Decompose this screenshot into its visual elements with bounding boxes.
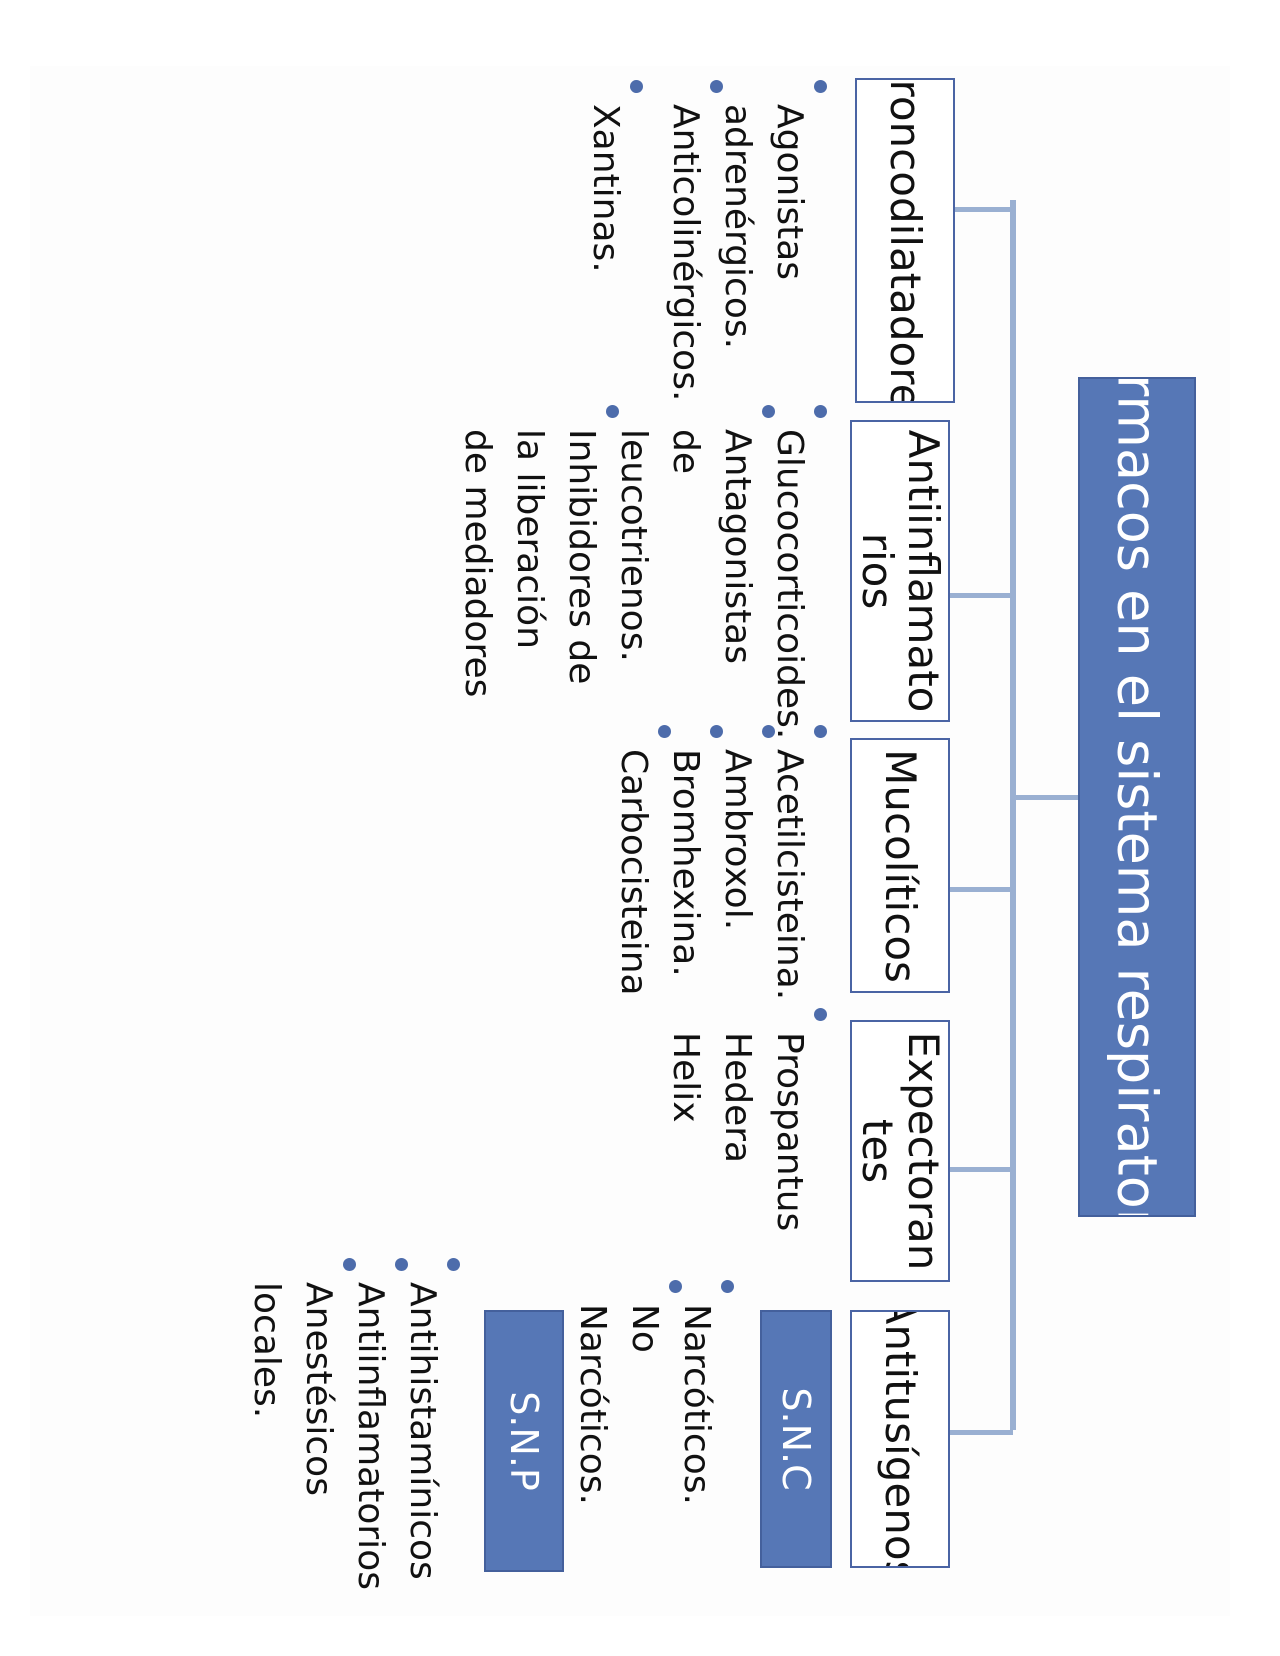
category-label: Broncodilatadores (881, 78, 930, 403)
category-antitusigenos: Antitusígenos (850, 1310, 950, 1568)
connector-mucoliticos (950, 887, 1013, 892)
connector-title (1010, 795, 1080, 800)
list-item: Ambroxol. (711, 725, 763, 979)
category-label: Expectorantes (853, 1031, 948, 1271)
antiinflamatorios-items: Glucocorticoides. Antagonistas de leucot… (451, 405, 815, 739)
connector-spine (1010, 200, 1016, 1430)
list-item: Bromhexina. (659, 725, 711, 979)
list-item: Antihistamínicos (396, 1258, 448, 1580)
mucoliticos-items: Acetilcisteina. Ambroxol. Bromhexina. Ca… (607, 725, 815, 1000)
connector-expectorantes (950, 1167, 1013, 1172)
connector-broncodilatadores (955, 207, 1013, 212)
category-label: Mucolíticos (876, 748, 925, 983)
list-item: Anestésicos locales. (240, 1258, 344, 1512)
list-item: Anticolinérgicos. (659, 80, 711, 424)
list-item: Glucocorticoides. (763, 405, 815, 739)
snp-box: S.N.P (484, 1310, 564, 1572)
category-label: Antitusígenos (876, 1310, 925, 1568)
category-mucoliticos: Mucolíticos (850, 738, 950, 993)
expectorantes-items: Prospantus Hedera Helix (659, 1008, 815, 1258)
snc-label: S.N.C (774, 1387, 818, 1491)
list-item: No Narcóticos. (566, 1280, 670, 1544)
category-expectorantes: Expectorantes (850, 1020, 950, 1282)
list-item: Antiinflamatorios (344, 1258, 396, 1590)
snp-items: Antihistamínicos Antiinflamatorios Anest… (240, 1258, 448, 1590)
diagram-title: Fármacos en el sistema respiratorio (1105, 377, 1169, 1217)
list-item: Xantinas. (579, 80, 631, 424)
list-item: Prospantus Hedera Helix (659, 1008, 815, 1252)
connector-antitusigenos (950, 1430, 1013, 1435)
category-label: Antiinflamatorios (853, 429, 948, 713)
list-item: Inhibidores de la liberación de mediador… (451, 405, 607, 699)
list-item: Antagonistas de leucotrienos. (607, 405, 763, 709)
diagram-title-box: Fármacos en el sistema respiratorio (1078, 377, 1196, 1217)
connector-antiinflamatorios (950, 593, 1013, 598)
category-antiinflamatorios: Antiinflamatorios (850, 420, 950, 722)
list-item: Narcóticos. (670, 1280, 722, 1544)
snc-items: Narcóticos. No Narcóticos. (566, 1280, 722, 1540)
broncodilatadores-items: Agonistas adrenérgicos. Anticolinérgicos… (579, 80, 815, 420)
snc-box: S.N.C (760, 1310, 832, 1568)
snp-label: S.N.P (502, 1391, 546, 1491)
list-item: Carbocisteina (607, 725, 659, 996)
category-broncodilatadores: Broncodilatadores (855, 78, 955, 403)
list-item: Acetilcisteina. (763, 725, 815, 1009)
list-item: Agonistas adrenérgicos. (711, 80, 815, 349)
